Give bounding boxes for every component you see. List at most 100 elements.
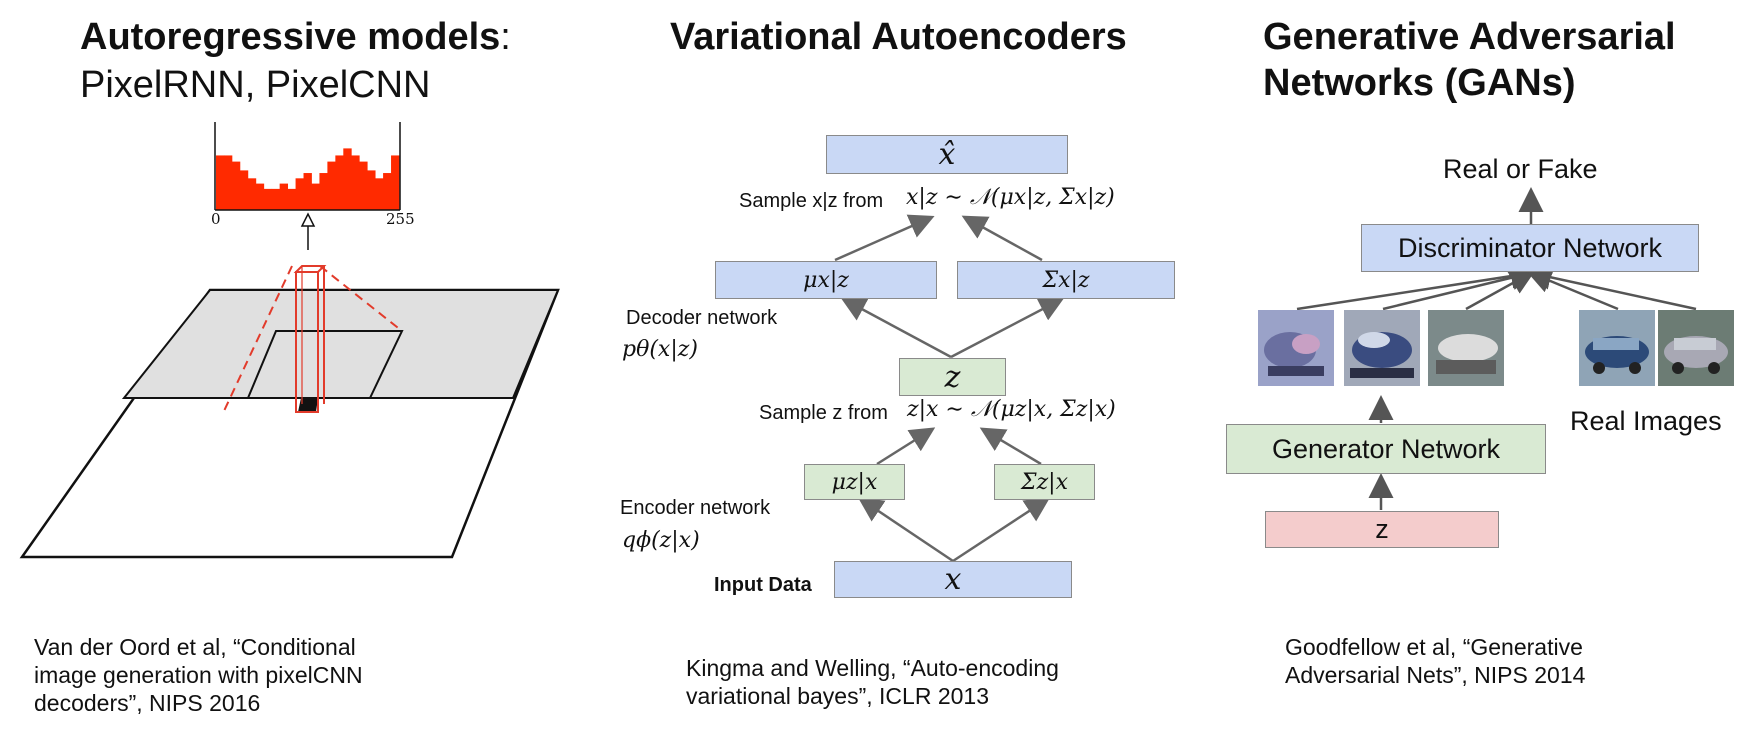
histogram-bar [319, 173, 328, 210]
histogram-bar [295, 178, 304, 210]
mu-zx-box: μz|x [804, 464, 905, 500]
real-image-1 [1579, 310, 1655, 386]
arrow-sigma-to-z [979, 427, 1042, 466]
vae-title: Variational Autoencoders [670, 14, 1127, 60]
pixel-histogram [216, 148, 400, 210]
input-data-label: Input Data [714, 574, 812, 596]
histogram-bar [367, 170, 376, 210]
mu-xz-symbol: μx|z [803, 267, 849, 293]
histogram-bar [303, 173, 312, 210]
histogram-bar [287, 188, 296, 210]
histogram-bar [383, 173, 392, 210]
vae-citation: Kingma and Welling, “Auto-encoding varia… [686, 654, 1059, 710]
histogram-bar [335, 155, 344, 210]
decoder-formula: pθ(x|z) [622, 337, 698, 362]
hist-axis-max: 255 [386, 210, 415, 228]
histogram-bar [255, 183, 265, 210]
encoder-formula: qϕ(z|x) [622, 528, 700, 553]
current-pixel [298, 398, 318, 412]
generator-box: Generator Network [1226, 424, 1546, 474]
sample-z-formula: z|x ∼ 𝒩(μz|x, Σz|x) [907, 397, 1116, 422]
sigma-zx-symbol: Σz|x [1021, 469, 1068, 495]
arrow-real1 [1526, 269, 1619, 311]
pixel-title-colon: : [500, 16, 511, 58]
pixel-citation-line: decoders”, NIPS 2016 [34, 690, 261, 716]
arrow-mu-to-xhat [834, 214, 935, 262]
generator-label: Generator Network [1271, 433, 1501, 464]
sample-x-label: Sample x|z from [739, 190, 884, 212]
hist-arrow-head [300, 212, 316, 227]
x-box: x [834, 561, 1072, 598]
pyramid-edge-left [223, 265, 293, 412]
histogram-bar [216, 155, 225, 210]
mu-zx-symbol: μz|x [831, 469, 878, 495]
encoder-label: Encoder network [620, 497, 771, 519]
histogram-bar [271, 188, 281, 210]
fake-image-1 [1258, 310, 1334, 386]
mu-xz-box: μx|z [715, 261, 937, 299]
histogram-bar [263, 188, 273, 210]
gan-citation-line: Adversarial Nets”, NIPS 2014 [1285, 662, 1586, 688]
gan-title-line-1: Generative Adversarial [1263, 16, 1676, 58]
histogram-bar [375, 178, 384, 210]
histogram-bar [223, 155, 233, 210]
histogram-bar [311, 183, 320, 210]
pixel-title: Autoregressive models: [80, 14, 511, 60]
discriminator-label: Discriminator Network [1397, 232, 1663, 263]
arrow-real2 [1526, 265, 1697, 311]
real-or-fake-label: Real or Fake [1443, 154, 1598, 184]
decoder-label: Decoder network [626, 307, 778, 329]
gan-title-line: Generative Adversarial [1263, 14, 1676, 60]
sample-z-label: Sample z from [759, 402, 888, 424]
fake-image-3 [1428, 310, 1504, 386]
gan-citation-line: Goodfellow et al, “Generative [1285, 634, 1583, 660]
histogram-bar [231, 161, 241, 210]
pyramid-edge-right [319, 265, 403, 332]
histogram-bar [327, 161, 336, 210]
pixel-citation: Van der Oord et al, “Conditional image g… [34, 633, 363, 717]
sample-x-formula: x|z ∼ 𝒩(μx|z, Σx|z) [906, 185, 1115, 210]
gan-title-line: Networks (GANs) [1263, 60, 1676, 106]
real-images-label: Real Images [1570, 406, 1722, 436]
fake-image-2 [1344, 310, 1420, 386]
arrow-x-to-sigma [952, 497, 1051, 563]
sigma-zx-box: Σz|x [994, 464, 1095, 500]
arrow-fake3 [1465, 270, 1536, 311]
z-box: z [899, 358, 1006, 396]
histogram-bar [351, 155, 360, 210]
pixel-title-bold: Autoregressive models [80, 16, 501, 58]
histogram-bar [343, 148, 352, 210]
arrow-z-to-sigma [950, 297, 1065, 359]
arrow-mu-to-z [876, 427, 936, 466]
z-symbol: z [944, 359, 961, 395]
histogram-bar [391, 155, 400, 210]
gan-citation: Goodfellow et al, “Generative Adversaria… [1285, 633, 1585, 689]
sigma-xz-symbol: Σx|z [1042, 267, 1090, 293]
arrow-x-to-mu [857, 497, 954, 563]
z-noise-label: z [1375, 514, 1389, 544]
xhat-symbol: x̂ [938, 137, 956, 172]
gan-title-line-2: Networks (GANs) [1263, 62, 1576, 104]
z-noise-box: z [1265, 511, 1499, 548]
gan-title: Generative Adversarial Networks (GANs) [1263, 14, 1676, 106]
hist-axis-min: 0 [211, 210, 221, 228]
histogram-bar [239, 170, 249, 210]
x-symbol: x [944, 562, 962, 597]
vae-title-text: Variational Autoencoders [670, 16, 1127, 58]
pixel-subtitle: PixelRNN, PixelCNN [80, 64, 431, 106]
histogram-bar [247, 178, 257, 210]
pixel-citation-line: Van der Oord et al, “Conditional [34, 634, 356, 660]
sigma-xz-box: Σx|z [957, 261, 1175, 299]
arrow-fake2 [1382, 265, 1536, 311]
arrow-fake1 [1296, 263, 1536, 311]
histogram-bar [279, 183, 289, 210]
arrow-z-to-mu [840, 297, 952, 359]
xhat-box: x̂ [826, 135, 1068, 174]
discriminator-box: Discriminator Network [1361, 224, 1699, 272]
real-image-2 [1658, 310, 1734, 386]
pixel-citation-line: image generation with pixelCNN [34, 662, 363, 688]
histogram-bar [359, 161, 368, 210]
